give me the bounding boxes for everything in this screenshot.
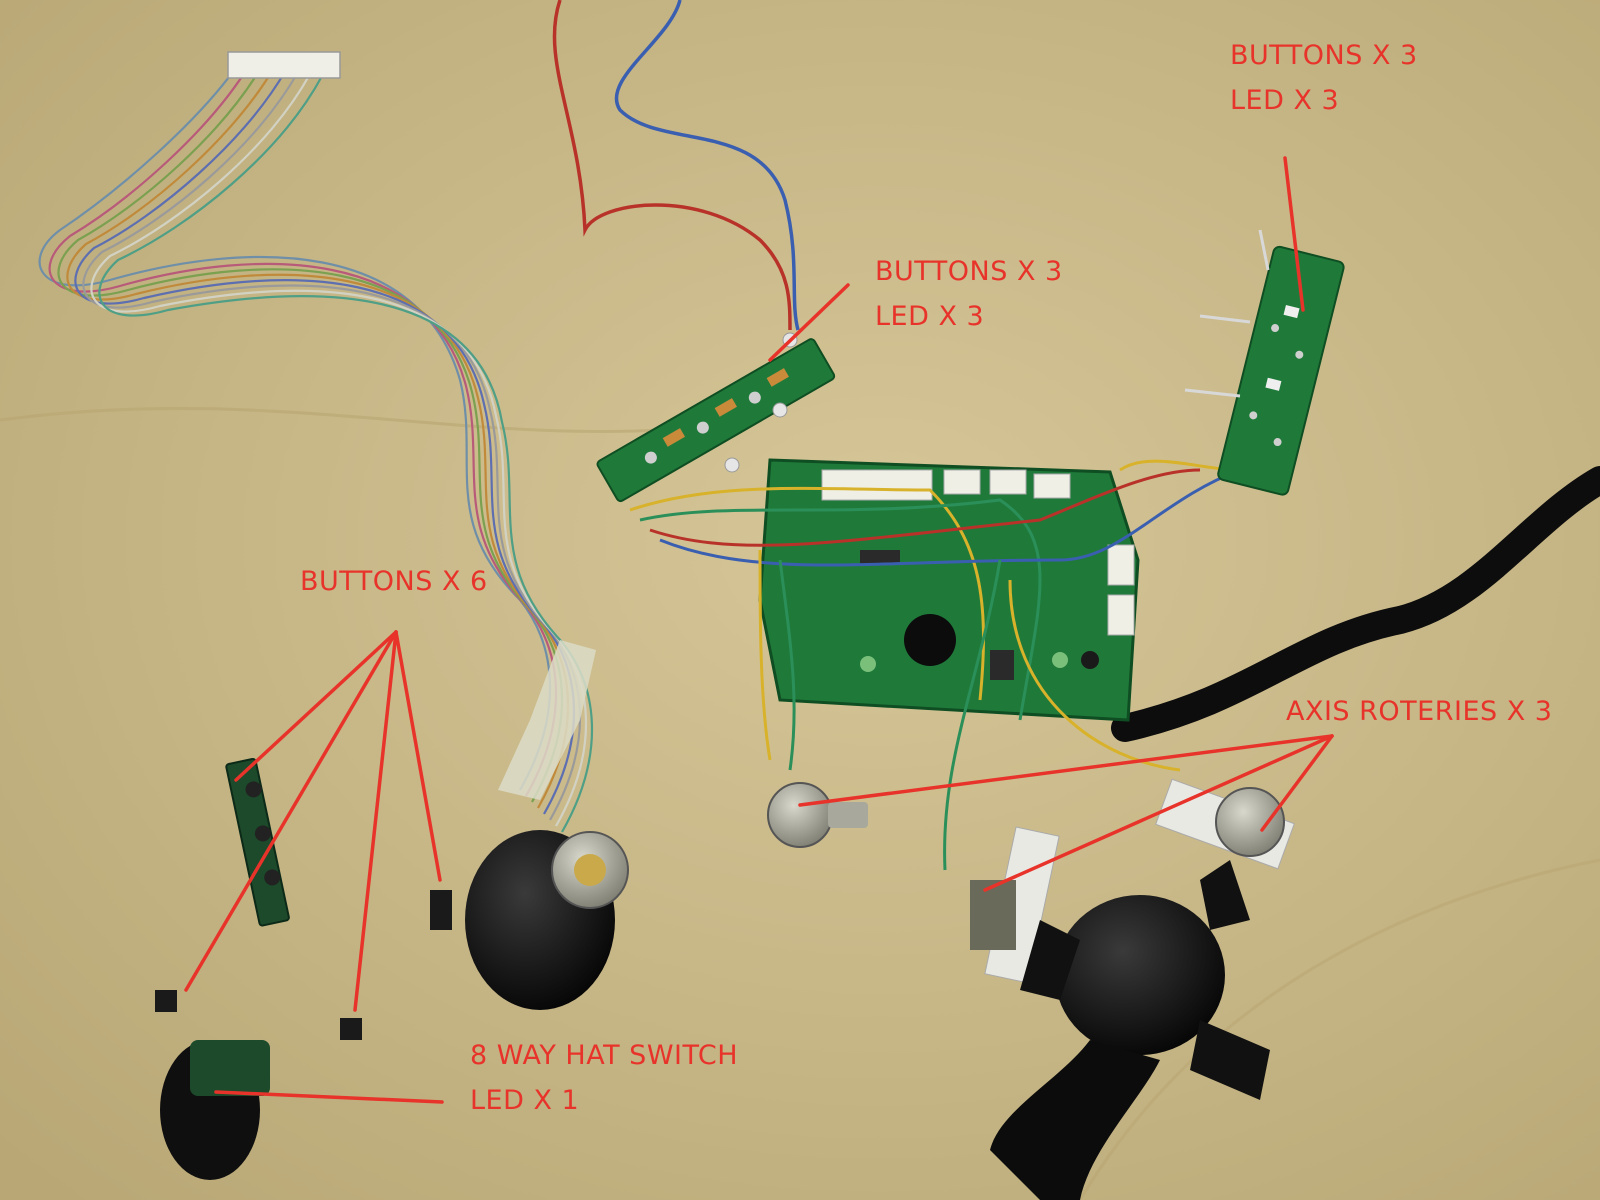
usb-cable <box>1111 466 1600 742</box>
led-icon <box>1184 388 1241 398</box>
red-wire <box>552 0 792 331</box>
axis-potentiometer <box>767 782 868 848</box>
annotation-line: BUTTONS X 6 <box>300 566 488 597</box>
led-icon <box>1199 314 1251 324</box>
annotation-line: 8 WAY HAT SWITCH <box>470 1040 739 1071</box>
annotation-line: BUTTONS X 3 <box>875 256 1063 287</box>
annotation-axis-rotaries: AXIS ROTERIES X 3 <box>1286 690 1552 735</box>
blue-wire <box>614 0 800 331</box>
annotation-line: BUTTONS X 3 <box>1230 40 1418 71</box>
top-right-button-board <box>1217 245 1345 496</box>
tact-button-icon <box>340 1018 362 1040</box>
annotation-line: AXIS ROTERIES X 3 <box>1286 696 1553 727</box>
annotation-line: LED X 1 <box>470 1084 580 1116</box>
tact-button-icon <box>155 990 177 1012</box>
annotation-line: LED X 3 <box>1230 84 1340 116</box>
hat-switch-assembly <box>160 1040 270 1180</box>
annotation-hat-switch: 8 WAY HAT SWITCH LED X 1 <box>470 1034 738 1123</box>
annotation-buttons-center: BUTTONS X 3 LED X 3 <box>875 250 1063 339</box>
annotation-line: LED X 3 <box>875 300 985 332</box>
led-icon <box>1258 229 1270 271</box>
harness-connector <box>227 51 341 79</box>
left-button-strip <box>225 757 290 927</box>
tact-button-icon <box>430 890 452 930</box>
paper-crease <box>1078 858 1600 1200</box>
main-controller-board <box>758 458 1140 722</box>
led-icon <box>772 402 788 418</box>
annotation-buttons-left: BUTTONS X 6 <box>300 560 488 605</box>
left-gimbal <box>465 830 629 1010</box>
board-wiring <box>629 459 1241 871</box>
led-icon <box>724 457 740 473</box>
tape-wrap <box>498 640 596 800</box>
center-button-board <box>596 338 836 503</box>
annotation-lines <box>184 156 1334 1104</box>
annotation-buttons-top-right: BUTTONS X 3 LED X 3 <box>1230 34 1418 123</box>
